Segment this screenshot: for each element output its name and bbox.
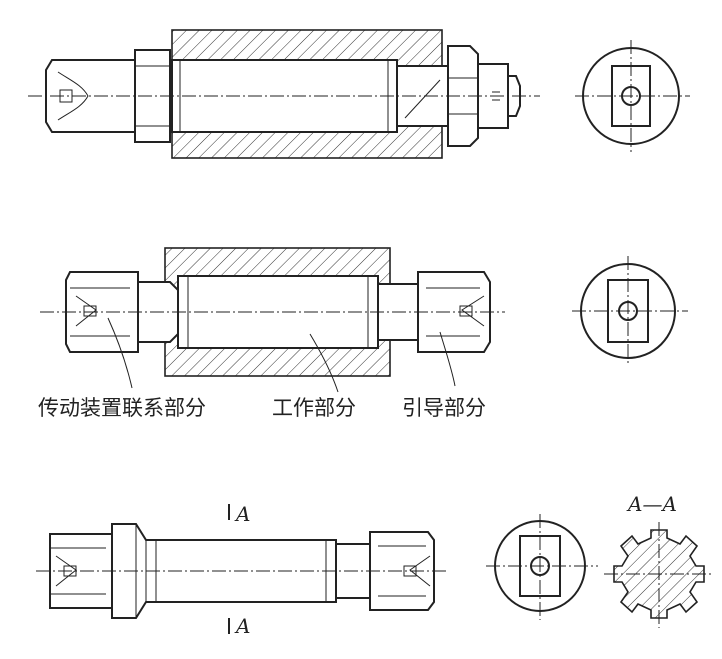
- tool-assembly-2: [40, 247, 505, 393]
- label-working-part: 工作部分: [272, 396, 356, 420]
- end-view-2: [572, 256, 688, 366]
- tool-assembly-1: [28, 29, 540, 159]
- section-view-title: A—A: [628, 492, 677, 516]
- section-mark-top: A: [236, 502, 251, 526]
- label-transmission-connection: 传动装置联系部分: [38, 396, 206, 420]
- tool-3: [36, 504, 448, 634]
- section-view-A-A: [604, 522, 712, 628]
- end-view-3: [486, 514, 598, 620]
- section-mark-bottom: A: [236, 614, 251, 638]
- label-guide-part: 引导部分: [402, 396, 486, 420]
- end-view-1: [575, 40, 690, 152]
